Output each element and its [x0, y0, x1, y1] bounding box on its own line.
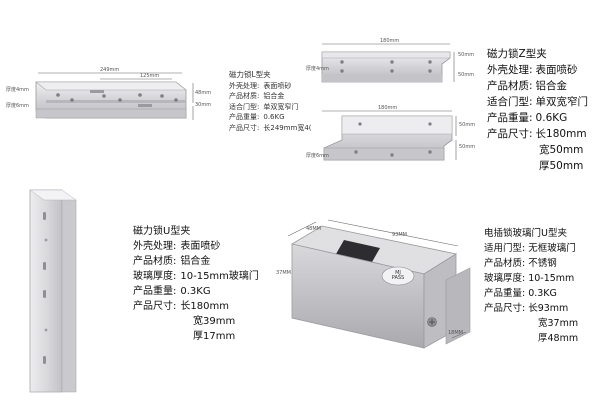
z-dim-top-side: 厚度4mm — [306, 66, 329, 72]
lock-u-title: 电插锁玻璃门U型夹 — [484, 228, 567, 239]
lock-spec-row: 玻璃厚度:10-15mm — [484, 271, 578, 286]
l-spec-value: 0.6KG — [263, 113, 285, 121]
z-dim-bot-r2: 50mm — [459, 144, 476, 150]
z-spec-row: 产品尺寸:长180mm — [487, 126, 588, 142]
z-spec-label: 适合门型: — [487, 96, 533, 108]
l-spec-label: 适合门型: — [229, 102, 260, 111]
l-spec-row: 产品重量:0.6KG — [229, 112, 312, 123]
l-dim-side-a: 厚度4mm — [6, 87, 29, 93]
l-spec-label: 外壳处理: — [229, 81, 260, 90]
l-spec-row: 适合门型:单双宽窄门 — [229, 102, 312, 113]
z-spec-row: 产品重量:0.6KG — [487, 110, 588, 126]
lock-spec-label: 产品材质: — [484, 258, 526, 269]
z-dim-bot-len: 180mm — [378, 105, 398, 111]
z-dim-top-h: 50mm — [458, 72, 475, 78]
lock-spec-label: 产品尺寸: — [484, 303, 526, 314]
u-spec-value: 长180mm — [180, 301, 229, 312]
lock-spec-value: 不锈钢 — [528, 258, 557, 269]
l-dim-thick: 30mm — [195, 102, 212, 108]
u-spec-extra: 宽39mm — [193, 316, 236, 327]
u-spec-value: 铝合金 — [180, 256, 211, 267]
z-spec-value: 表面喷砂 — [535, 64, 578, 76]
l-dim-height: 48mm — [195, 90, 212, 96]
l-dim-side-b: 厚度6mm — [6, 103, 29, 109]
l-spec-value: 表面喷砂 — [263, 81, 292, 90]
l-spec-label: 产品重量: — [229, 113, 260, 121]
lock-spec-label: 产品重量: — [484, 288, 526, 299]
z-spec-value: 铝合金 — [535, 80, 568, 92]
l-dim-length: 249mm — [100, 67, 120, 73]
z-spec-row: 产品材质:铝合金 — [487, 78, 588, 94]
lock-spec-row: 产品尺寸:长93mm — [484, 301, 578, 316]
lock-spec-extra: 宽37mm — [538, 318, 579, 329]
lock-badge: MJ PASS — [391, 270, 405, 281]
u-spec-value: 0.3KG — [180, 286, 211, 297]
lock-dim-length: 93MM — [392, 232, 407, 238]
l-spec-value: 单双宽窄门 — [263, 102, 299, 111]
z-spec-label: 产品材质: — [487, 80, 533, 92]
lock-spec-value: 10-15mm — [528, 273, 575, 284]
u-bracket-title: 磁力锁U型夹 — [133, 226, 191, 237]
lock-spec-extra: 厚48mm — [538, 333, 579, 344]
l-spec-label: 产品材质: — [229, 92, 260, 100]
u-bracket-specs: 磁力锁U型夹 外壳处理:表面喷砂 产品材质:铝合金 玻璃厚度:10-15mm玻璃… — [133, 224, 259, 344]
lock-dim-depth: 48MM — [306, 226, 321, 232]
u-spec-row: 产品尺寸:长180mm — [133, 299, 259, 314]
u-spec-label: 外壳处理: — [133, 241, 177, 252]
u-spec-value: 10-15mm玻璃门 — [180, 271, 259, 282]
u-spec-row: 产品材质:铝合金 — [133, 254, 259, 269]
u-spec-row: 产品重量:0.3KG — [133, 284, 259, 299]
z-bracket-title: 磁力锁Z型夹 — [487, 48, 547, 60]
l-bracket-title: 磁力锁L型夹 — [229, 70, 271, 79]
z-spec-label: 外壳处理: — [487, 64, 533, 76]
l-spec-label: 产品尺寸: — [229, 123, 260, 132]
z-spec-row: 适合门型:单双宽窄门 — [487, 94, 588, 110]
z-spec-label: 产品尺寸: — [487, 128, 533, 140]
u-spec-label: 产品重量: — [133, 286, 177, 297]
lock-spec-value: 无框玻璃门 — [528, 243, 576, 254]
l-bracket-specs: 磁力锁L型夹 外壳处理:表面喷砂 产品材质:铝合金 适合门型:单双宽窄门 产品重… — [229, 70, 312, 133]
z-spec-row: 外壳处理:表面喷砂 — [487, 62, 588, 78]
lock-dim-height: 37MM — [276, 270, 291, 276]
l-dim-inner: 125mm — [140, 73, 160, 79]
z-dim-bot-side: 厚度6mm — [306, 153, 329, 159]
l-spec-value: 铝合金 — [263, 92, 285, 100]
u-spec-label: 产品材质: — [133, 256, 177, 267]
lock-spec-row: 产品重量:0.3KG — [484, 286, 578, 301]
l-spec-row: 产品尺寸:长249mm宽4( — [229, 123, 312, 134]
u-spec-row: 玻璃厚度:10-15mm玻璃门 — [133, 269, 259, 284]
lock-spec-row: 适用门型:无框玻璃门 — [484, 241, 578, 256]
u-spec-extra: 厚17mm — [193, 331, 236, 342]
z-dim-bot-r1: 50mm — [459, 122, 476, 128]
lock-dim-gap: 18MM — [448, 330, 463, 336]
l-spec-value: 长249mm宽4( — [263, 123, 312, 132]
lock-spec-label: 适用门型: — [484, 243, 526, 254]
z-spec-value: 单双宽窄门 — [535, 96, 589, 108]
z-bracket-specs: 磁力锁Z型夹 外壳处理:表面喷砂 产品材质:铝合金 适合门型:单双宽窄门 产品重… — [487, 46, 588, 174]
u-spec-label: 产品尺寸: — [133, 301, 177, 312]
u-spec-value: 表面喷砂 — [180, 241, 221, 252]
lock-u-specs: 电插锁玻璃门U型夹 适用门型:无框玻璃门 产品材质:不锈钢 玻璃厚度:10-15… — [484, 226, 578, 346]
z-spec-extra: 厚50mm — [539, 160, 584, 172]
z-spec-label: 产品重量: — [487, 112, 533, 124]
u-spec-row: 外壳处理:表面喷砂 — [133, 239, 259, 254]
lock-spec-value: 长93mm — [528, 303, 569, 314]
lock-spec-row: 产品材质:不锈钢 — [484, 256, 578, 271]
z-dim-top-len: 180mm — [380, 38, 400, 44]
l-spec-row: 外壳处理:表面喷砂 — [229, 81, 312, 92]
l-spec-row: 产品材质:铝合金 — [229, 91, 312, 102]
z-spec-value: 0.6KG — [535, 112, 568, 124]
u-spec-label: 玻璃厚度: — [133, 271, 177, 282]
lock-spec-label: 玻璃厚度: — [484, 273, 526, 284]
z-spec-value: 长180mm — [535, 128, 587, 140]
lock-spec-value: 0.3KG — [528, 288, 557, 299]
z-spec-extra: 宽50mm — [539, 144, 584, 156]
z-dim-top-r: 50mm — [458, 52, 475, 58]
